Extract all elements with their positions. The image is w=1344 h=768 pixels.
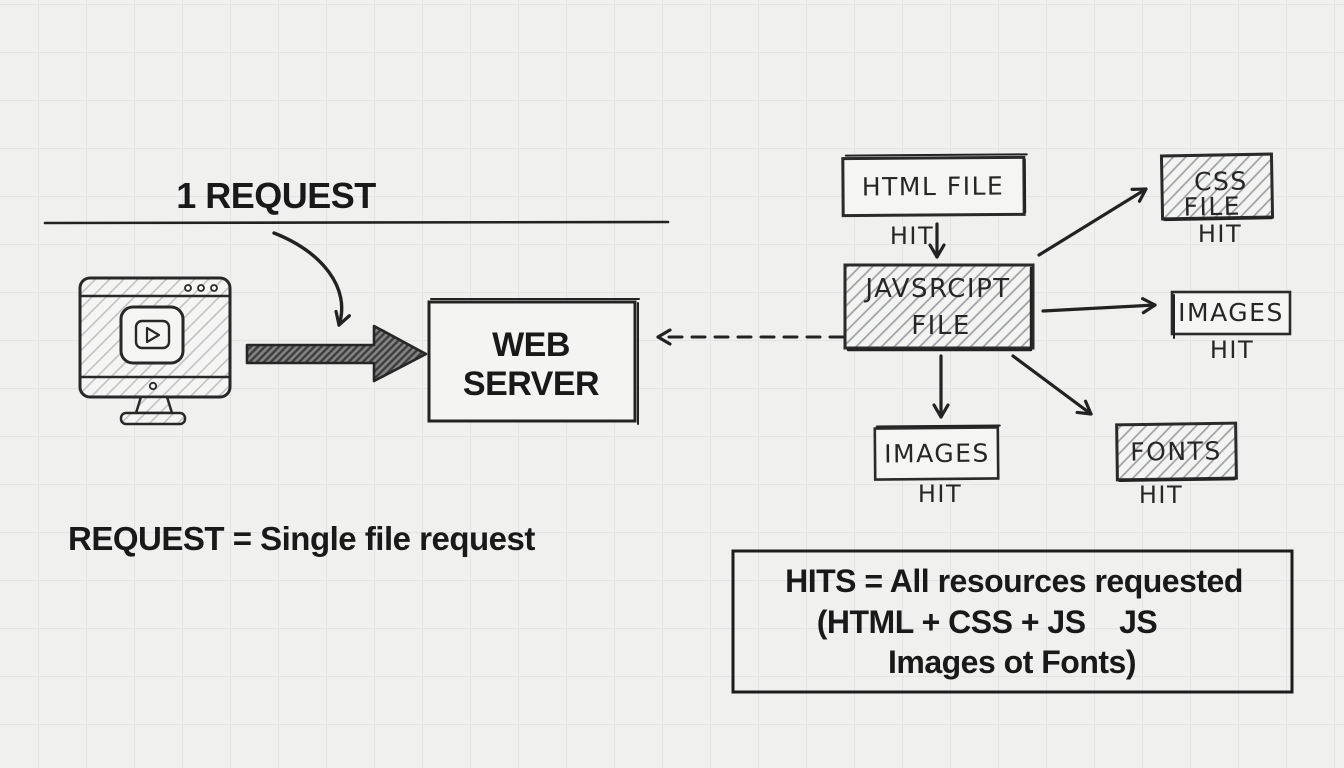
html-file-box: HTML FILE bbox=[841, 153, 1028, 218]
monitor-base bbox=[119, 411, 187, 426]
web-server-label-line1: WEB bbox=[492, 326, 570, 364]
browser-window-dots-icon bbox=[184, 284, 218, 292]
images-bottom-label: IMAGES bbox=[884, 439, 990, 469]
fonts-label: FONTS bbox=[1130, 436, 1222, 466]
images-bottom-hit-label: HIT bbox=[918, 480, 962, 508]
css-hit-label: HIT bbox=[1198, 220, 1242, 248]
html-hit-label: HIT bbox=[890, 222, 934, 250]
heading-underline bbox=[43, 220, 670, 225]
css-file-box: CSS FILE bbox=[1159, 152, 1275, 222]
html-file-box-sketch-edge bbox=[844, 153, 1028, 214]
curved-request-arrow bbox=[272, 231, 351, 327]
arrow-js-to-fonts bbox=[1011, 354, 1093, 416]
fonts-hit-label: HIT bbox=[1139, 481, 1183, 509]
hits-caption-line2: (HTML + CSS + JS JS bbox=[817, 604, 1158, 640]
play-icon bbox=[145, 326, 161, 344]
webcam-dot-icon bbox=[148, 381, 158, 391]
javascript-file-box-sketch-edge bbox=[846, 266, 1033, 352]
images-bottom-box-sketch-edge bbox=[875, 424, 1001, 428]
play-button-frame bbox=[134, 319, 171, 350]
html-file-label: HTML FILE bbox=[862, 172, 1005, 202]
web-server-label-line2: SERVER bbox=[463, 365, 599, 403]
css-file-label-line1: CSS bbox=[1194, 166, 1248, 196]
arrow-js-to-images-right bbox=[1041, 297, 1157, 315]
images-right-label: IMAGES bbox=[1178, 298, 1284, 327]
web-server-box-sketch-edge bbox=[430, 298, 640, 425]
monitor-stand bbox=[134, 395, 174, 415]
javascript-file-label-line1: JAVSRCIPT bbox=[863, 274, 1010, 304]
hits-caption-line1: HITS = All resources requested bbox=[785, 563, 1243, 599]
images-bottom-box: IMAGES bbox=[873, 424, 1001, 481]
javascript-file-box: JAVSRCIPT FILE bbox=[843, 263, 1035, 352]
request-heading: 1 REQUEST bbox=[176, 175, 376, 216]
player-panel bbox=[119, 305, 185, 365]
fonts-box-sketch-edge bbox=[1118, 477, 1236, 482]
images-right-hit-label: HIT bbox=[1210, 336, 1254, 364]
thick-request-arrow bbox=[245, 324, 428, 383]
web-server-box: WEB SERVER bbox=[427, 298, 640, 425]
fonts-box: FONTS bbox=[1115, 421, 1238, 482]
hits-caption-line3: Images ot Fonts) bbox=[888, 644, 1136, 680]
css-file-box-sketch-edge bbox=[1163, 216, 1273, 222]
images-right-box: IMAGES bbox=[1170, 290, 1292, 339]
request-definition-caption: REQUEST = Single file request bbox=[68, 520, 535, 557]
arrow-js-to-css bbox=[1037, 187, 1148, 257]
css-file-label-line2: FILE bbox=[1183, 192, 1241, 222]
javascript-file-label-line2: FILE bbox=[911, 311, 971, 341]
hits-definition-box: HITS = All resources requested (HTML + C… bbox=[731, 549, 1294, 694]
browser-video-player-icon bbox=[78, 276, 232, 426]
